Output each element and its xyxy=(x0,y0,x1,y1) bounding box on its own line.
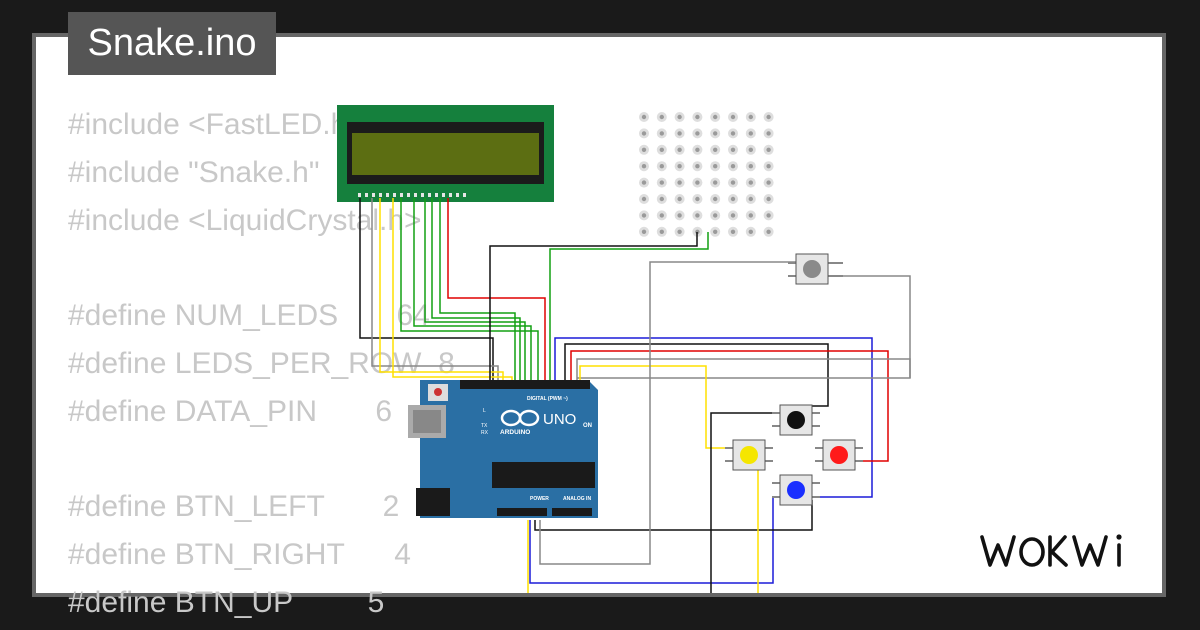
lcd-screen xyxy=(352,133,539,175)
wokwi-logo xyxy=(974,525,1154,586)
code-line: #define NUM_LEDS 64 xyxy=(68,299,430,333)
button-blue[interactable] xyxy=(772,474,820,506)
button-gray[interactable] xyxy=(788,253,843,285)
on-led-label: ON xyxy=(583,423,592,429)
button-red[interactable] xyxy=(815,439,863,471)
wires xyxy=(359,198,911,593)
tx-led-label: TX xyxy=(481,423,488,429)
arduino-uno-board[interactable]: UNO ARDUINO DIGITAL (PWM ~) POWER ANALOG… xyxy=(408,380,598,518)
code-line: #include <FastLED.h> xyxy=(68,108,365,141)
analog-label: ANALOG IN xyxy=(563,496,591,502)
digital-header xyxy=(460,380,590,389)
lcd-display[interactable] xyxy=(337,105,554,202)
code-line: #include <LiquidCrystal.h> xyxy=(68,203,422,237)
code-line: #define BTN_UP 5 xyxy=(68,585,385,619)
led-matrix[interactable] xyxy=(639,112,774,237)
arduino-logo-icon xyxy=(500,409,540,427)
button-yellow[interactable] xyxy=(725,439,773,471)
rx-led-label: RX xyxy=(481,430,489,436)
mcu-chip xyxy=(492,462,595,488)
preview-card: #include <FastLED.h> #include "Snake.h" #i… xyxy=(36,37,1162,619)
l-led-label: L xyxy=(483,408,486,414)
button-black[interactable] xyxy=(772,404,820,436)
code-line: #define BTN_RIGHT 4 xyxy=(68,538,411,572)
board-brand-text: ARDUINO xyxy=(500,429,530,436)
code-line: #define DATA_PIN 6 xyxy=(68,394,393,428)
project-title[interactable]: Snake.ino xyxy=(68,12,276,75)
wokwi-logo-icon xyxy=(980,534,1122,567)
digital-header-label: DIGITAL (PWM ~) xyxy=(527,396,568,402)
power-label: POWER xyxy=(530,496,549,502)
code-background: #include <FastLED.h> #include "Snake.h" #i… xyxy=(68,101,455,627)
code-line: #include "Snake.h" xyxy=(68,155,320,189)
code-line: #define BTN_LEFT 2 xyxy=(68,490,400,524)
board-logo-text: UNO xyxy=(543,411,576,428)
